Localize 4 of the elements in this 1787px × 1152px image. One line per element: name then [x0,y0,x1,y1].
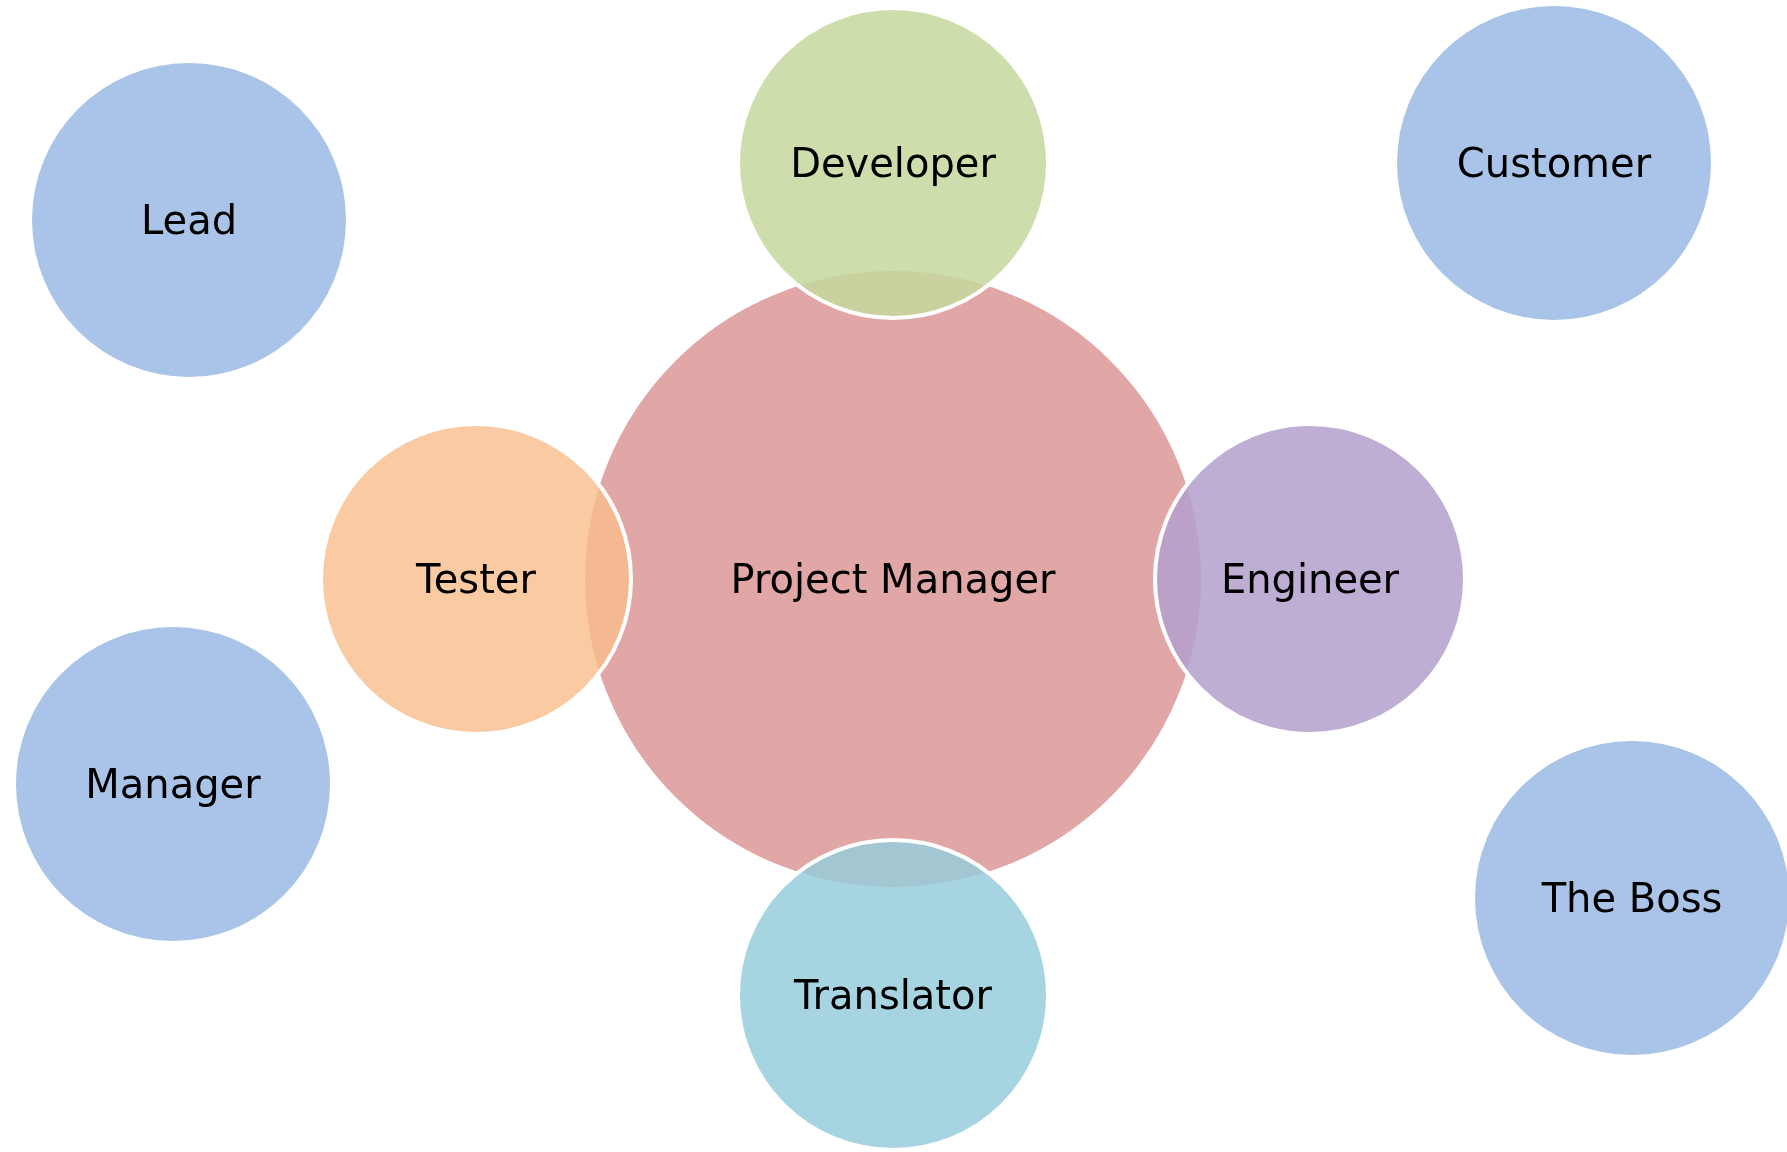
role-circle: The Boss [1475,741,1787,1055]
role-circle: Manager [16,627,330,941]
role-circle: Lead [32,63,346,377]
role-circle: Customer [1397,6,1711,320]
